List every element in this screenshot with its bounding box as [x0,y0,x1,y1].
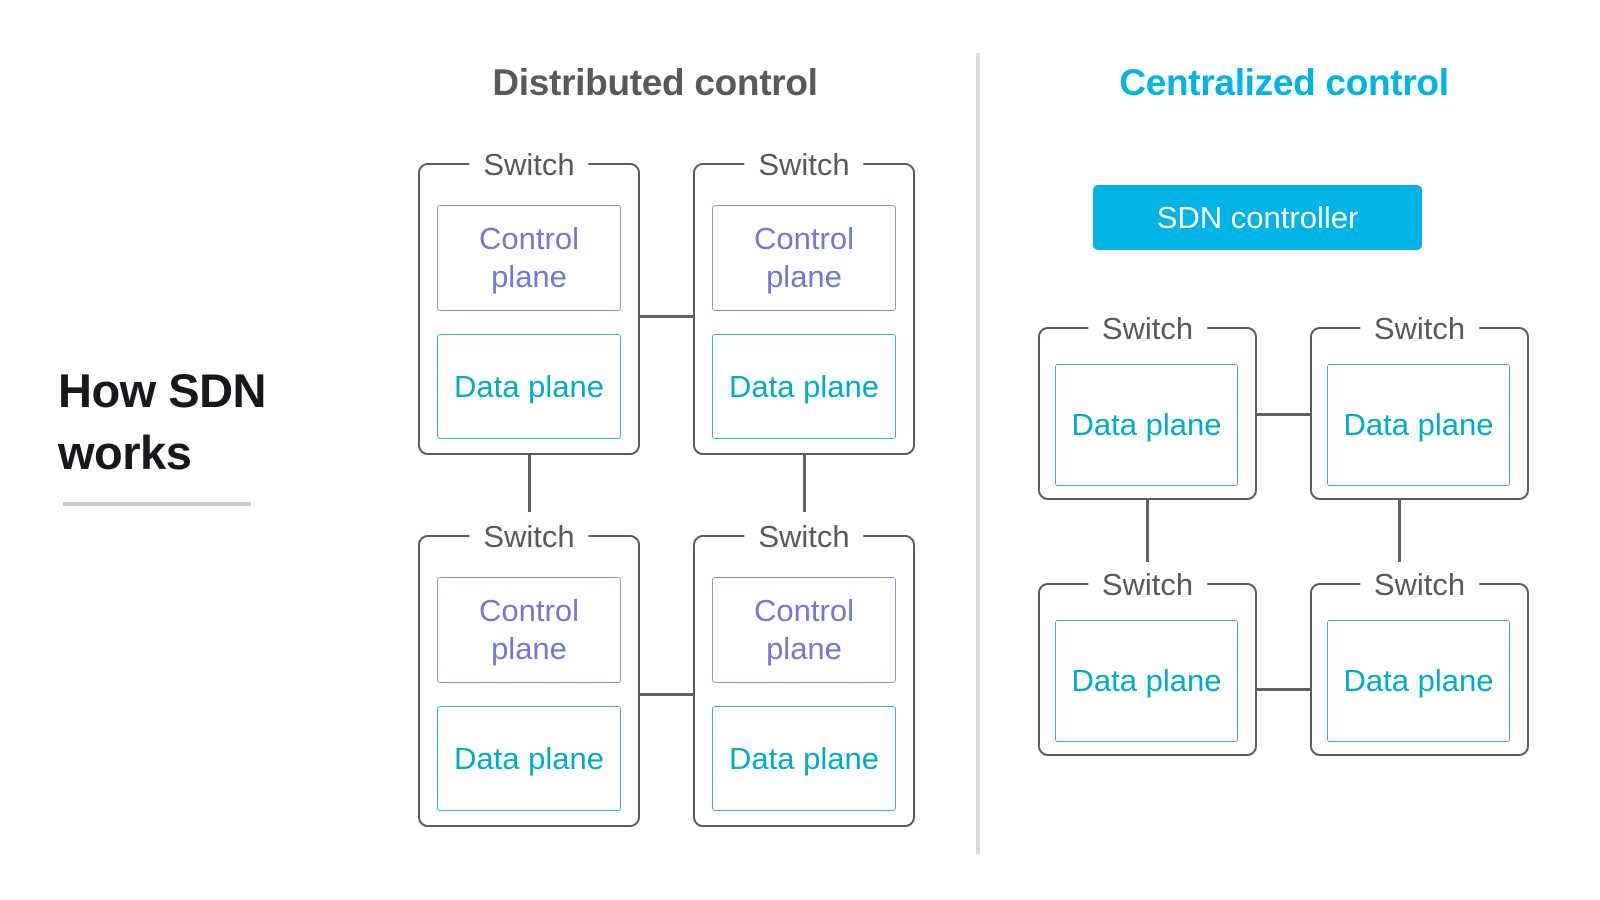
distributed-control-heading: Distributed control [492,62,818,103]
switch-label: Switch [1359,309,1480,348]
data-plane-label: Data plane [1071,663,1222,698]
connector-line [1256,688,1312,691]
data-plane-box: Data plane [1327,364,1510,486]
data-plane-box: Data plane [437,334,621,439]
page-title: How SDN works [58,360,267,484]
page-title-line2: works [58,426,192,479]
switch-label: Switch [744,145,864,184]
data-plane-label: Data plane [1071,407,1222,442]
data-plane-box: Data plane [712,706,896,811]
control-plane-label: Control plane [754,593,854,666]
control-plane-box: Control plane [712,577,896,683]
switch-label: Switch [744,517,864,556]
control-plane-label: Control plane [479,593,579,666]
centralized-switch-top-left: Switch Data plane [1038,309,1257,500]
data-plane-label: Data plane [454,740,604,776]
connector-line [1398,499,1401,562]
distributed-switch-top-right: Switch Control plane Data plane [693,145,915,455]
centralized-control-heading: Centralized control [1119,62,1449,103]
data-plane-label: Data plane [729,368,879,404]
sdn-controller-label: SDN controller [1156,199,1359,235]
switch-label: Switch [469,145,589,184]
data-plane-box: Data plane [437,706,621,811]
data-plane-box: Data plane [1055,620,1238,742]
data-plane-label: Data plane [1343,663,1494,698]
data-plane-box: Data plane [1055,364,1238,486]
connector-line [1146,499,1149,562]
centralized-switch-top-right: Switch Data plane [1310,309,1529,500]
switch-label: Switch [1087,309,1208,348]
data-plane-box: Data plane [712,334,896,439]
centralized-switch-bottom-left: Switch Data plane [1038,565,1257,756]
connector-line [1256,413,1312,416]
switch-label: Switch [1359,565,1480,604]
centralized-switch-bottom-right: Switch Data plane [1310,565,1529,756]
distributed-switch-top-left: Switch Control plane Data plane [418,145,640,455]
connector-line [640,693,694,696]
switch-label: Switch [1087,565,1208,604]
page-title-line1: How SDN [58,364,267,417]
data-plane-box: Data plane [1327,620,1510,742]
connector-line [803,455,806,512]
control-plane-box: Control plane [712,205,896,311]
control-plane-label: Control plane [754,221,854,294]
distributed-switch-bottom-right: Switch Control plane Data plane [693,517,915,827]
switch-label: Switch [469,517,589,556]
data-plane-label: Data plane [454,368,604,404]
section-divider [976,53,980,854]
connector-line [640,315,694,318]
title-underline [63,502,251,506]
data-plane-label: Data plane [729,740,879,776]
control-plane-label: Control plane [479,221,579,294]
sdn-controller-box: SDN controller [1093,185,1422,250]
control-plane-box: Control plane [437,577,621,683]
data-plane-label: Data plane [1343,407,1494,442]
distributed-switch-bottom-left: Switch Control plane Data plane [418,517,640,827]
connector-line [528,455,531,512]
control-plane-box: Control plane [437,205,621,311]
